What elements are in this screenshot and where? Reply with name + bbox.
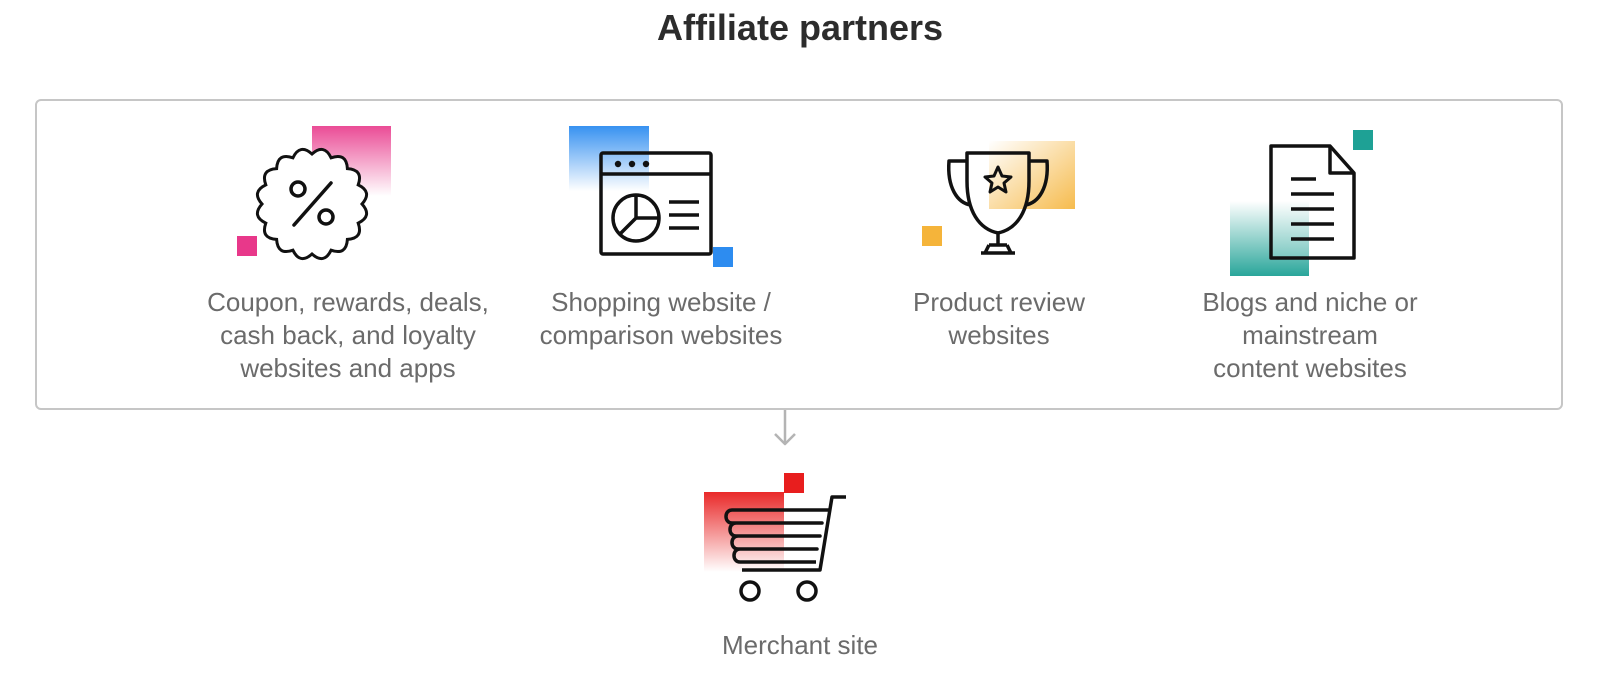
- arrow-down-icon: [774, 410, 796, 446]
- affiliate-partners-group: Coupon, rewards, deals, cash back, and l…: [35, 99, 1563, 410]
- shopping-cart-icon: [704, 473, 846, 602]
- partner-coupon: Coupon, rewards, deals, cash back, and l…: [188, 101, 508, 412]
- partner-review: Product review websites: [839, 101, 1159, 412]
- partner-shopping: Shopping website / comparison websites: [501, 101, 821, 412]
- browser-chart-icon: [569, 126, 733, 267]
- merchant-label: Merchant site: [721, 630, 879, 660]
- partner-label: Coupon, rewards, deals, cash back, and l…: [207, 287, 489, 383]
- document-icon: [1230, 130, 1373, 276]
- partner-blogs: Blogs and niche or mainstream content we…: [1150, 101, 1470, 412]
- merchant-site: Merchant site: [640, 470, 960, 675]
- trophy-icon: [922, 141, 1075, 255]
- partner-label: Blogs and niche or mainstream content we…: [1202, 287, 1418, 383]
- diagram-title: Affiliate partners: [656, 7, 944, 48]
- coupon-badge-icon: [237, 126, 391, 261]
- partner-label: Shopping website / comparison websites: [539, 287, 783, 350]
- partner-label: Product review websites: [913, 287, 1085, 350]
